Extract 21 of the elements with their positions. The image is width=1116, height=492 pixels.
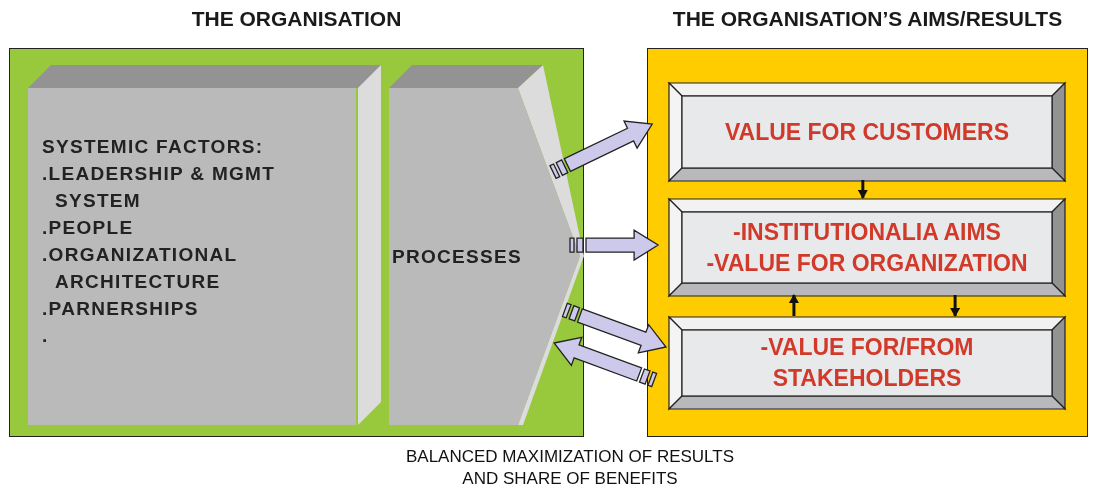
arrow	[857, 180, 868, 199]
panel-heading: THE ORGANISATION’S AIMS/RESULTS	[671, 7, 1064, 31]
value-text: -VALUE FOR ORGANIZATION	[706, 248, 1028, 278]
panel-heading: THE ORGANISATION	[190, 7, 403, 31]
block-arrow	[549, 120, 654, 180]
factor-text: .PEOPLE	[42, 216, 135, 240]
factor-text: .LEADERSHIP & MGMT SYSTEM	[42, 162, 277, 213]
value-text: VALUE FOR CUSTOMERS	[723, 117, 1011, 147]
arrow	[950, 295, 961, 317]
block-arrow	[569, 228, 660, 262]
factor-text: .ORGANIZATIONAL ARCHITECTURE	[42, 243, 239, 294]
value-text: -VALUE FOR/FROM STAKEHOLDERS	[759, 333, 975, 393]
factor-text: .PARNERSHIPS	[42, 297, 200, 321]
block-arrow	[561, 302, 668, 354]
block-arrow	[552, 336, 658, 388]
factor-text: SYSTEMIC FACTORS:	[42, 135, 265, 159]
caption: BALANCED MAXIMIZATION OF RESULTS AND SHARE OF BENEFITS	[404, 446, 736, 490]
factor-text: .	[42, 324, 50, 348]
arrow	[788, 294, 799, 316]
value-text: -INSTITUTIONALIA AIMS	[733, 217, 1001, 247]
factor-text: PROCESSES	[392, 245, 523, 269]
